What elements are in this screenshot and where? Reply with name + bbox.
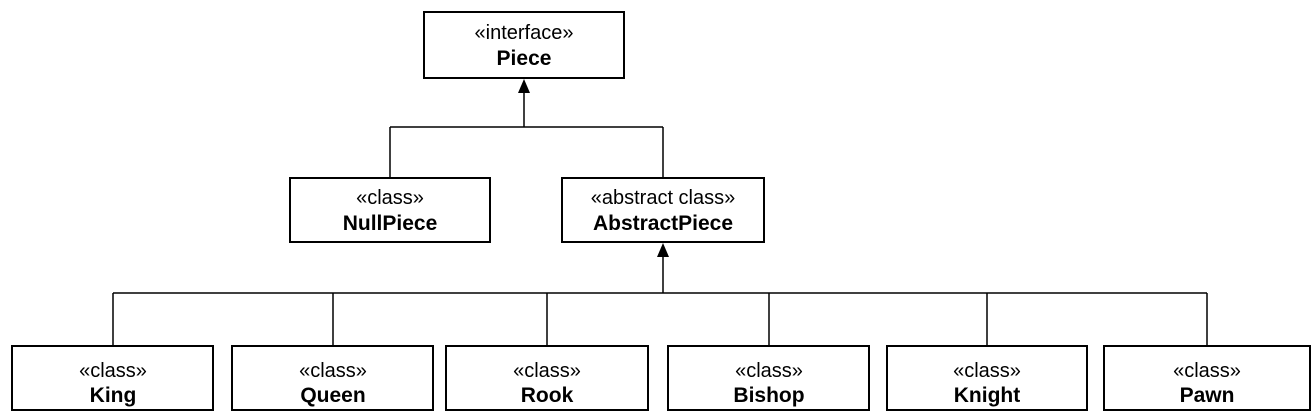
uml-node-rook: «class» Rook bbox=[445, 345, 649, 411]
uml-node-abstractpiece: «abstract class» AbstractPiece bbox=[561, 177, 765, 243]
connector-group-abstractpiece-children bbox=[112, 243, 1208, 346]
uml-node-knight-stereotype: «class» bbox=[953, 360, 1021, 382]
uml-node-knight-box bbox=[886, 345, 1088, 411]
uml-node-abstractpiece-stereotype: «abstract class» bbox=[591, 187, 736, 209]
uml-node-pawn-stereotype: «class» bbox=[1173, 360, 1241, 382]
uml-node-queen-box bbox=[231, 345, 434, 411]
uml-node-nullpiece-stereotype: «class» bbox=[356, 187, 424, 209]
uml-node-nullpiece-box bbox=[289, 177, 491, 243]
uml-node-bishop-box bbox=[667, 345, 870, 411]
uml-node-rook-stereotype: «class» bbox=[513, 360, 581, 382]
uml-node-bishop-name: Bishop bbox=[733, 384, 804, 407]
uml-node-pawn: «class» Pawn bbox=[1103, 345, 1311, 411]
arrowhead-to-piece-icon bbox=[518, 79, 530, 93]
uml-node-nullpiece: «class» NullPiece bbox=[289, 177, 491, 243]
uml-node-piece: «interface» Piece bbox=[423, 11, 625, 79]
uml-node-queen-stereotype: «class» bbox=[299, 360, 367, 382]
uml-node-abstractpiece-name: AbstractPiece bbox=[593, 212, 733, 235]
uml-node-king-stereotype: «class» bbox=[79, 360, 147, 382]
uml-node-queen: «class» Queen bbox=[231, 345, 434, 411]
uml-node-abstractpiece-box bbox=[561, 177, 765, 243]
uml-node-knight-name: Knight bbox=[954, 384, 1020, 407]
uml-node-bishop-stereotype: «class» bbox=[735, 360, 803, 382]
uml-node-king-name: King bbox=[90, 384, 137, 407]
uml-node-nullpiece-name: NullPiece bbox=[343, 212, 438, 235]
arrowhead-to-abstractpiece-icon bbox=[657, 243, 669, 257]
uml-node-pawn-name: Pawn bbox=[1180, 384, 1235, 407]
uml-node-rook-name: Rook bbox=[521, 384, 574, 407]
uml-node-piece-stereotype: «interface» bbox=[475, 22, 574, 44]
uml-node-piece-name: Piece bbox=[497, 47, 552, 70]
uml-node-bishop: «class» Bishop bbox=[667, 345, 870, 411]
uml-node-king-box bbox=[11, 345, 214, 411]
uml-node-king: «class» King bbox=[11, 345, 214, 411]
uml-node-knight: «class» Knight bbox=[886, 345, 1088, 411]
uml-node-rook-box bbox=[445, 345, 649, 411]
uml-node-queen-name: Queen bbox=[300, 384, 365, 407]
connector-group-piece-children bbox=[389, 79, 664, 178]
uml-node-piece-box bbox=[423, 11, 625, 79]
uml-node-pawn-box bbox=[1103, 345, 1311, 411]
